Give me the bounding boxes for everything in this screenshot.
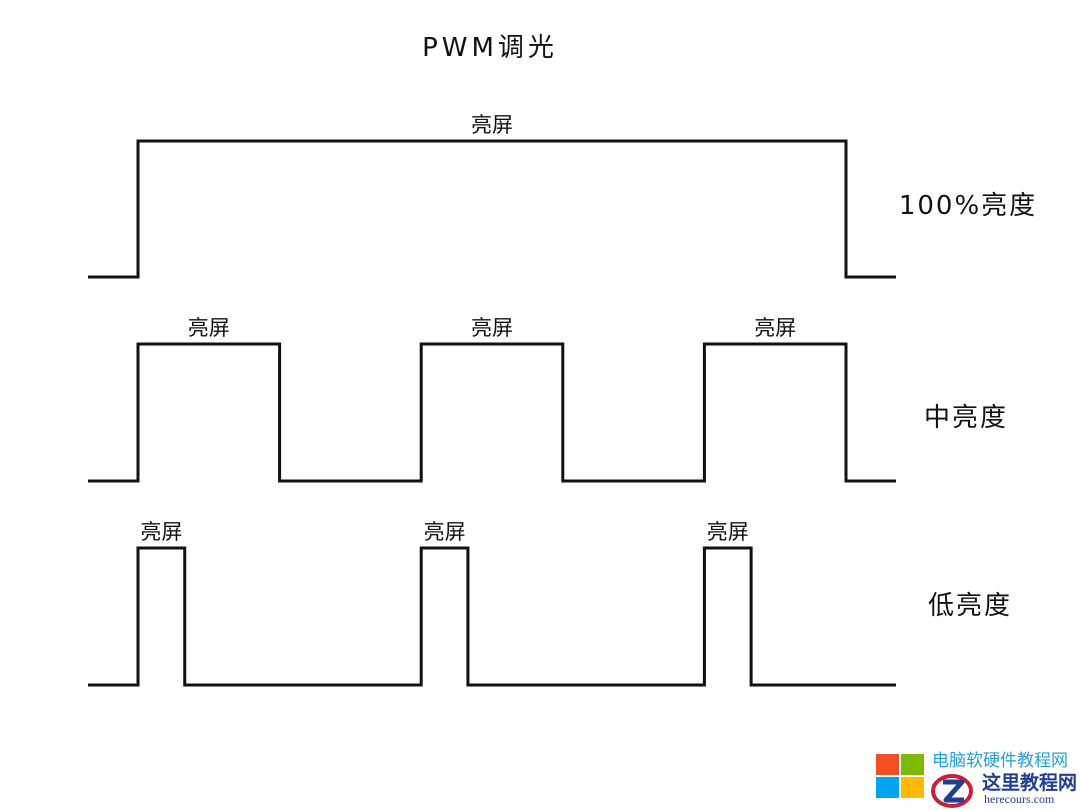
on-label-row1-pulse1: 亮屏	[471, 316, 513, 340]
on-label-row2-pulse0: 亮屏	[140, 520, 182, 544]
waveform-medium-brightness	[88, 342, 896, 483]
windows-logo-icon	[876, 754, 928, 806]
level-label-low-brightness: 低亮度	[928, 591, 1012, 621]
watermark-site-text: 电脑软硬件教程网	[932, 751, 1068, 768]
level-label-full-brightness: 100%亮度	[899, 191, 1037, 221]
watermark-brand: 这里教程网	[982, 772, 1078, 794]
on-label-row2-pulse1: 亮屏	[424, 520, 466, 544]
on-label-row1-pulse2: 亮屏	[754, 316, 796, 340]
watermark-domain: herecours.com	[984, 792, 1055, 806]
row-full-brightness: 亮屏 100%亮度	[88, 113, 1037, 279]
site-watermark: 电脑软硬件教程网 这里教程网 herecours.com	[874, 748, 1080, 810]
waveform-full-brightness	[88, 139, 896, 279]
on-label-row2-pulse2: 亮屏	[707, 520, 749, 544]
z-badge-icon	[931, 774, 973, 808]
row-medium-brightness: 亮屏 亮屏 亮屏 中亮度	[88, 316, 1008, 483]
on-label-row1-pulse0: 亮屏	[188, 316, 230, 340]
waveform-low-brightness	[88, 546, 896, 687]
level-label-medium-brightness: 中亮度	[924, 403, 1008, 433]
diagram-title: PWM调光	[422, 33, 558, 63]
row-low-brightness: 亮屏 亮屏 亮屏 低亮度	[88, 520, 1012, 687]
on-label-row0-pulse0: 亮屏	[471, 113, 513, 137]
